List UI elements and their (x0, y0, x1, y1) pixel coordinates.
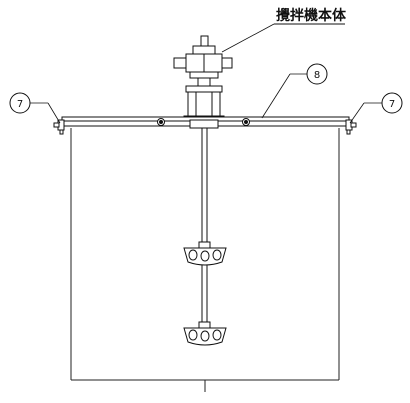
callout-right-number: 7 (389, 99, 395, 110)
callout-bar-number: 8 (314, 70, 320, 81)
callout-bar: 8 (261, 63, 328, 119)
callout-right: 7 (349, 92, 403, 124)
lower-impeller (183, 321, 227, 346)
right-clamp-knob (345, 119, 357, 135)
agitator-shaft (201, 128, 208, 336)
upper-impeller (183, 241, 227, 266)
callout-left: 7 (9, 92, 61, 124)
left-clamp-knob (53, 119, 65, 135)
main-body-leader (221, 23, 275, 53)
main-body-label: 攪拌機本体 (276, 7, 347, 24)
tank-outline (70, 128, 340, 392)
mixer-drive-unit (173, 35, 233, 87)
mounting-bar (61, 116, 350, 129)
callout-left-number: 7 (17, 99, 23, 110)
